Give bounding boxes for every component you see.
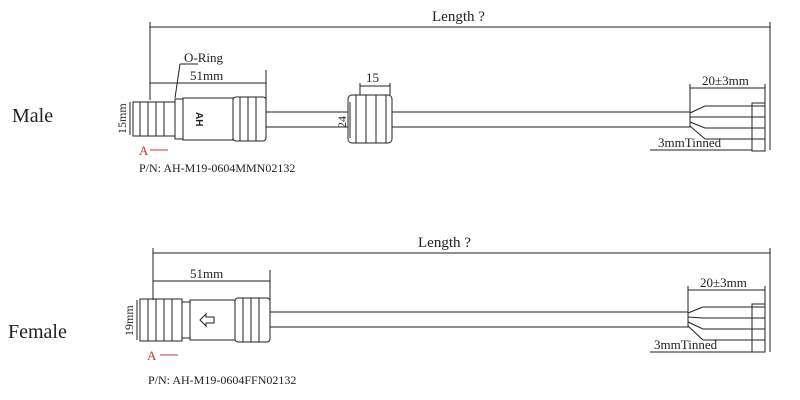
male-connector-grip [232,96,267,142]
female-wire-1 [687,306,704,314]
male-connector-cap [132,101,176,137]
female-section-label: Female [8,321,67,343]
oring-label: O-Ring [184,50,224,65]
male-part-number: P/N: AH-M19-0604MMN02132 [139,161,295,175]
female-19mm-label: 19mm [122,305,136,336]
oring-shape [174,98,184,140]
male-assembly [129,22,771,152]
female-wire-4 [687,325,704,341]
female-cable [269,311,689,328]
male-wire-dim-label: 20±3mm [702,73,749,88]
female-connector-body [189,299,236,341]
male-length-label: Length ? [432,9,485,25]
male-coupling-nut [347,94,393,144]
male-15-label: 15 [366,70,379,85]
male-51mm-label: 51mm [190,68,223,83]
male-a-label: A [139,143,149,158]
male-tinned-tips [751,102,766,152]
female-tinned-tips [751,303,766,353]
female-connector-grip [234,297,271,343]
female-wire-3 [687,321,704,330]
female-part-number: P/N: AH-M19-0604FFN02132 [148,373,296,387]
male-wire-3 [689,121,706,129]
female-tinned-label: 3mmTinned [654,337,718,352]
female-length-label: Length ? [418,235,471,251]
female-51mm-label: 51mm [190,266,223,281]
male-tinned-label: 3mmTinned [658,135,722,150]
oring-leader-diagonal [174,63,181,99]
male-24-label: 24 [335,116,349,128]
male-connector-body [182,97,234,141]
male-section-label: Male [12,105,53,127]
female-connector-cap [139,298,183,342]
female-assembly [136,248,771,356]
female-a-label: A [147,348,157,363]
female-wire-2 [687,316,704,319]
male-cable [391,111,691,128]
male-brand-mark: AH [193,112,204,126]
male-15mm-label: 15mm [115,103,129,134]
male-wire-1 [689,105,706,114]
male-wire-4 [689,125,706,140]
female-wire-dim-label: 20±3mm [700,275,747,290]
female-arrow-mark [199,312,215,328]
